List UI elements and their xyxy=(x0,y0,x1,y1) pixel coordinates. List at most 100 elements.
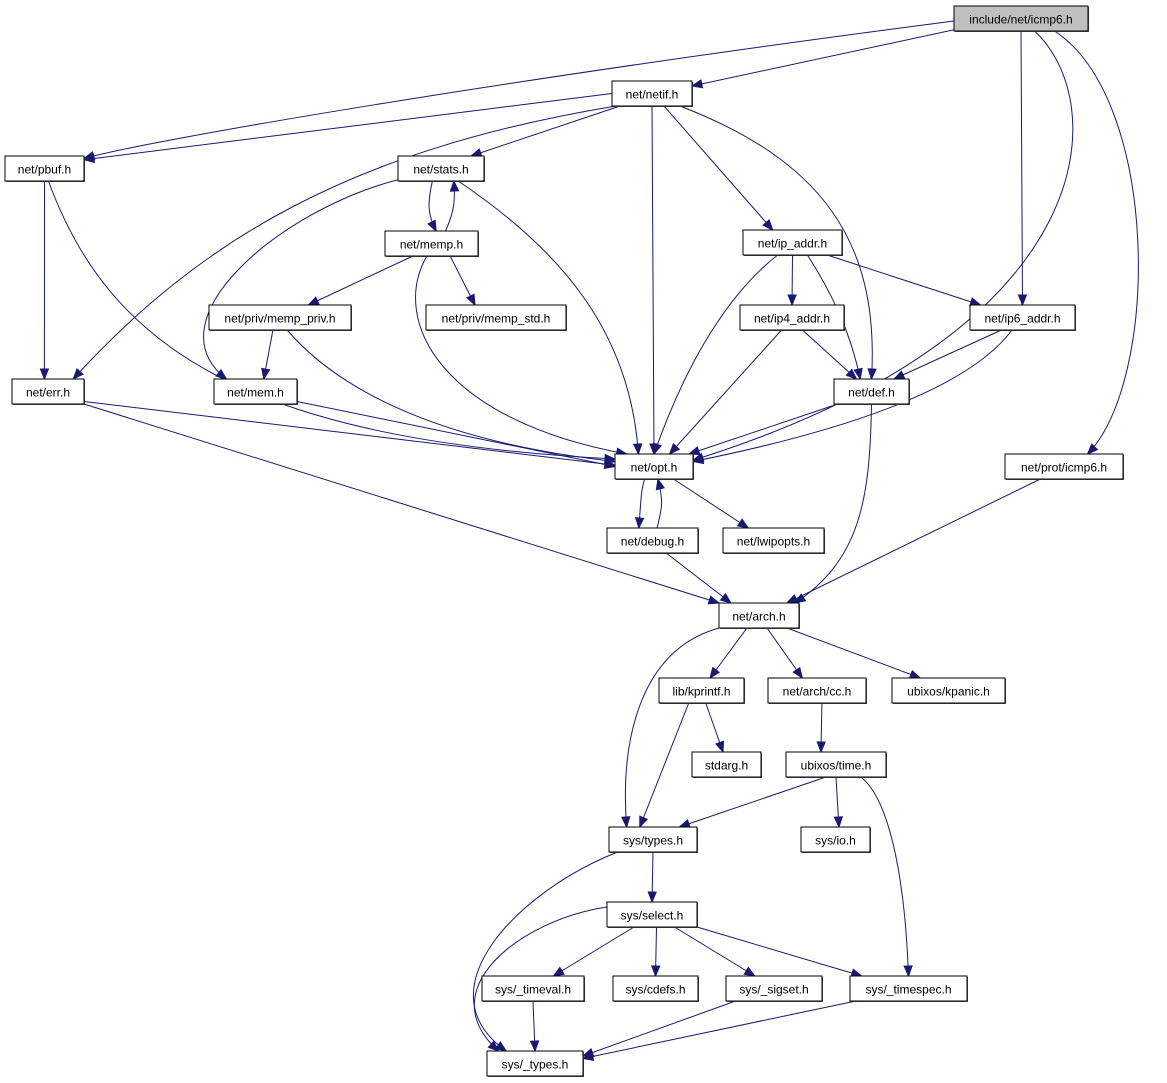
node-label: net/mem.h xyxy=(227,386,284,400)
edge-types-to-utypes xyxy=(472,851,618,1052)
node-box xyxy=(606,901,698,928)
node-utypes[interactable]: sys/_types.h xyxy=(486,1050,584,1077)
arrowhead-icon xyxy=(833,816,844,829)
node-label: stdarg.h xyxy=(705,759,748,773)
edge-icmp6-to-ip6_addr xyxy=(1017,30,1028,307)
arrowhead-icon xyxy=(427,219,437,233)
node-box xyxy=(612,975,699,1002)
edge-line xyxy=(308,255,414,306)
node-sigset[interactable]: sys/_sigset.h xyxy=(725,975,823,1002)
edge-line xyxy=(826,254,981,306)
node-opt[interactable]: net/opt.h xyxy=(614,453,694,480)
edge-line xyxy=(624,627,720,828)
node-ip6-addr[interactable]: net/ip6_addr.h xyxy=(969,304,1076,331)
node-box xyxy=(800,826,871,853)
node-timeval[interactable]: sys/_timeval.h xyxy=(481,975,585,1002)
node-label: sys/select.h xyxy=(621,909,684,923)
node-stats[interactable]: net/stats.h xyxy=(397,155,485,182)
node-memp[interactable]: net/memp.h xyxy=(384,230,479,257)
arrowhead-icon xyxy=(903,965,913,978)
node-types[interactable]: sys/types.h xyxy=(608,826,698,853)
node-label: net/memp.h xyxy=(400,238,463,252)
arrowhead-icon xyxy=(853,367,863,381)
edge-opt-to-lwipopts xyxy=(673,478,750,529)
node-label: include/net/icmp6.h xyxy=(969,13,1072,27)
node-err[interactable]: net/err.h xyxy=(11,378,85,405)
arrowhead-icon xyxy=(72,368,84,380)
node-box xyxy=(481,975,585,1002)
node-stdarg[interactable]: stdarg.h xyxy=(691,751,762,778)
edge-line xyxy=(893,329,1002,380)
edge-timeval-to-utypes xyxy=(529,1000,540,1053)
arrowhead-icon xyxy=(1017,294,1028,307)
edge-debug-to-opt xyxy=(655,477,665,529)
node-box xyxy=(969,304,1076,331)
node-label: net/priv/memp_std.h xyxy=(442,312,551,326)
node-label: net/prot/icmp6.h xyxy=(1021,461,1107,475)
edge-line xyxy=(786,478,1041,604)
arrowhead-icon xyxy=(82,153,96,164)
node-ip4-addr[interactable]: net/ip4_addr.h xyxy=(739,304,845,331)
node-memp-std[interactable]: net/priv/memp_std.h xyxy=(425,304,567,331)
node-ip-addr[interactable]: net/ip_addr.h xyxy=(742,229,843,256)
edge-line xyxy=(553,926,635,977)
node-box xyxy=(718,602,800,629)
node-memp-priv[interactable]: net/priv/memp_priv.h xyxy=(208,304,352,331)
node-label: net/ip_addr.h xyxy=(758,237,827,251)
node-timespec[interactable]: sys/_timespec.h xyxy=(849,975,968,1002)
arrowhead-icon xyxy=(715,740,725,754)
edge-line xyxy=(83,403,720,604)
edge-arch-to-cc xyxy=(766,627,804,680)
node-netif[interactable]: net/netif.h xyxy=(611,80,693,107)
edge-line xyxy=(1054,30,1139,455)
edge-line xyxy=(794,403,872,604)
node-box xyxy=(833,378,910,405)
arrowhead-icon xyxy=(603,459,617,470)
edge-line xyxy=(860,776,909,977)
node-lwipopts[interactable]: net/lwipopts.h xyxy=(722,527,825,554)
edge-netif-to-ip_addr xyxy=(663,105,774,232)
arrowhead-icon xyxy=(762,218,774,232)
node-kpanic[interactable]: ubixos/kpanic.h xyxy=(891,677,1006,704)
edge-line xyxy=(674,926,756,977)
node-box xyxy=(725,975,823,1002)
arrowhead-icon xyxy=(793,593,807,604)
edge-ip_addr-to-opt xyxy=(653,254,778,456)
node-time[interactable]: ubixos/time.h xyxy=(785,751,887,778)
edge-stats-to-memp xyxy=(427,180,437,233)
edge-select-to-timeval xyxy=(552,926,635,977)
node-label: net/opt.h xyxy=(631,461,678,475)
node-prot-icmp6[interactable]: net/prot/icmp6.h xyxy=(1004,453,1124,480)
node-select[interactable]: sys/select.h xyxy=(606,901,698,928)
node-cdefs[interactable]: sys/cdefs.h xyxy=(612,975,699,1002)
node-box xyxy=(742,229,843,256)
edge-ip_addr-to-ip4_addr xyxy=(787,254,797,307)
node-pbuf[interactable]: net/pbuf.h xyxy=(4,155,85,182)
node-icmp6[interactable]: include/net/icmp6.h xyxy=(953,5,1089,32)
node-debug[interactable]: net/debug.h xyxy=(606,527,699,554)
node-cc[interactable]: net/arch/cc.h xyxy=(767,677,867,704)
arrowhead-icon xyxy=(691,454,705,465)
edge-prot_icmp6-to-arch xyxy=(785,478,1041,604)
node-box xyxy=(425,304,567,331)
edge-arch-to-kprintf xyxy=(709,627,748,680)
node-box xyxy=(614,453,694,480)
node-kprintf[interactable]: lib/kprintf.h xyxy=(658,677,745,704)
node-arch[interactable]: net/arch.h xyxy=(718,602,800,629)
node-label: net/ip6_addr.h xyxy=(984,312,1060,326)
node-box xyxy=(767,677,867,704)
arrowhead-icon xyxy=(215,368,228,380)
node-label: sys/cdefs.h xyxy=(625,983,685,997)
edge-netif-to-err xyxy=(72,105,617,380)
edge-memp_priv-to-mem xyxy=(261,329,274,381)
arrowhead-icon xyxy=(494,1041,508,1052)
node-def[interactable]: net/def.h xyxy=(833,378,910,405)
edge-line xyxy=(472,851,618,1052)
node-box xyxy=(611,80,693,107)
node-mem[interactable]: net/mem.h xyxy=(213,378,298,405)
node-io[interactable]: sys/io.h xyxy=(800,826,871,853)
arrowhead-icon xyxy=(719,592,733,604)
edge-netif-to-opt xyxy=(649,105,659,456)
edge-cc-to-time xyxy=(816,702,826,754)
node-label: net/debug.h xyxy=(621,535,684,549)
